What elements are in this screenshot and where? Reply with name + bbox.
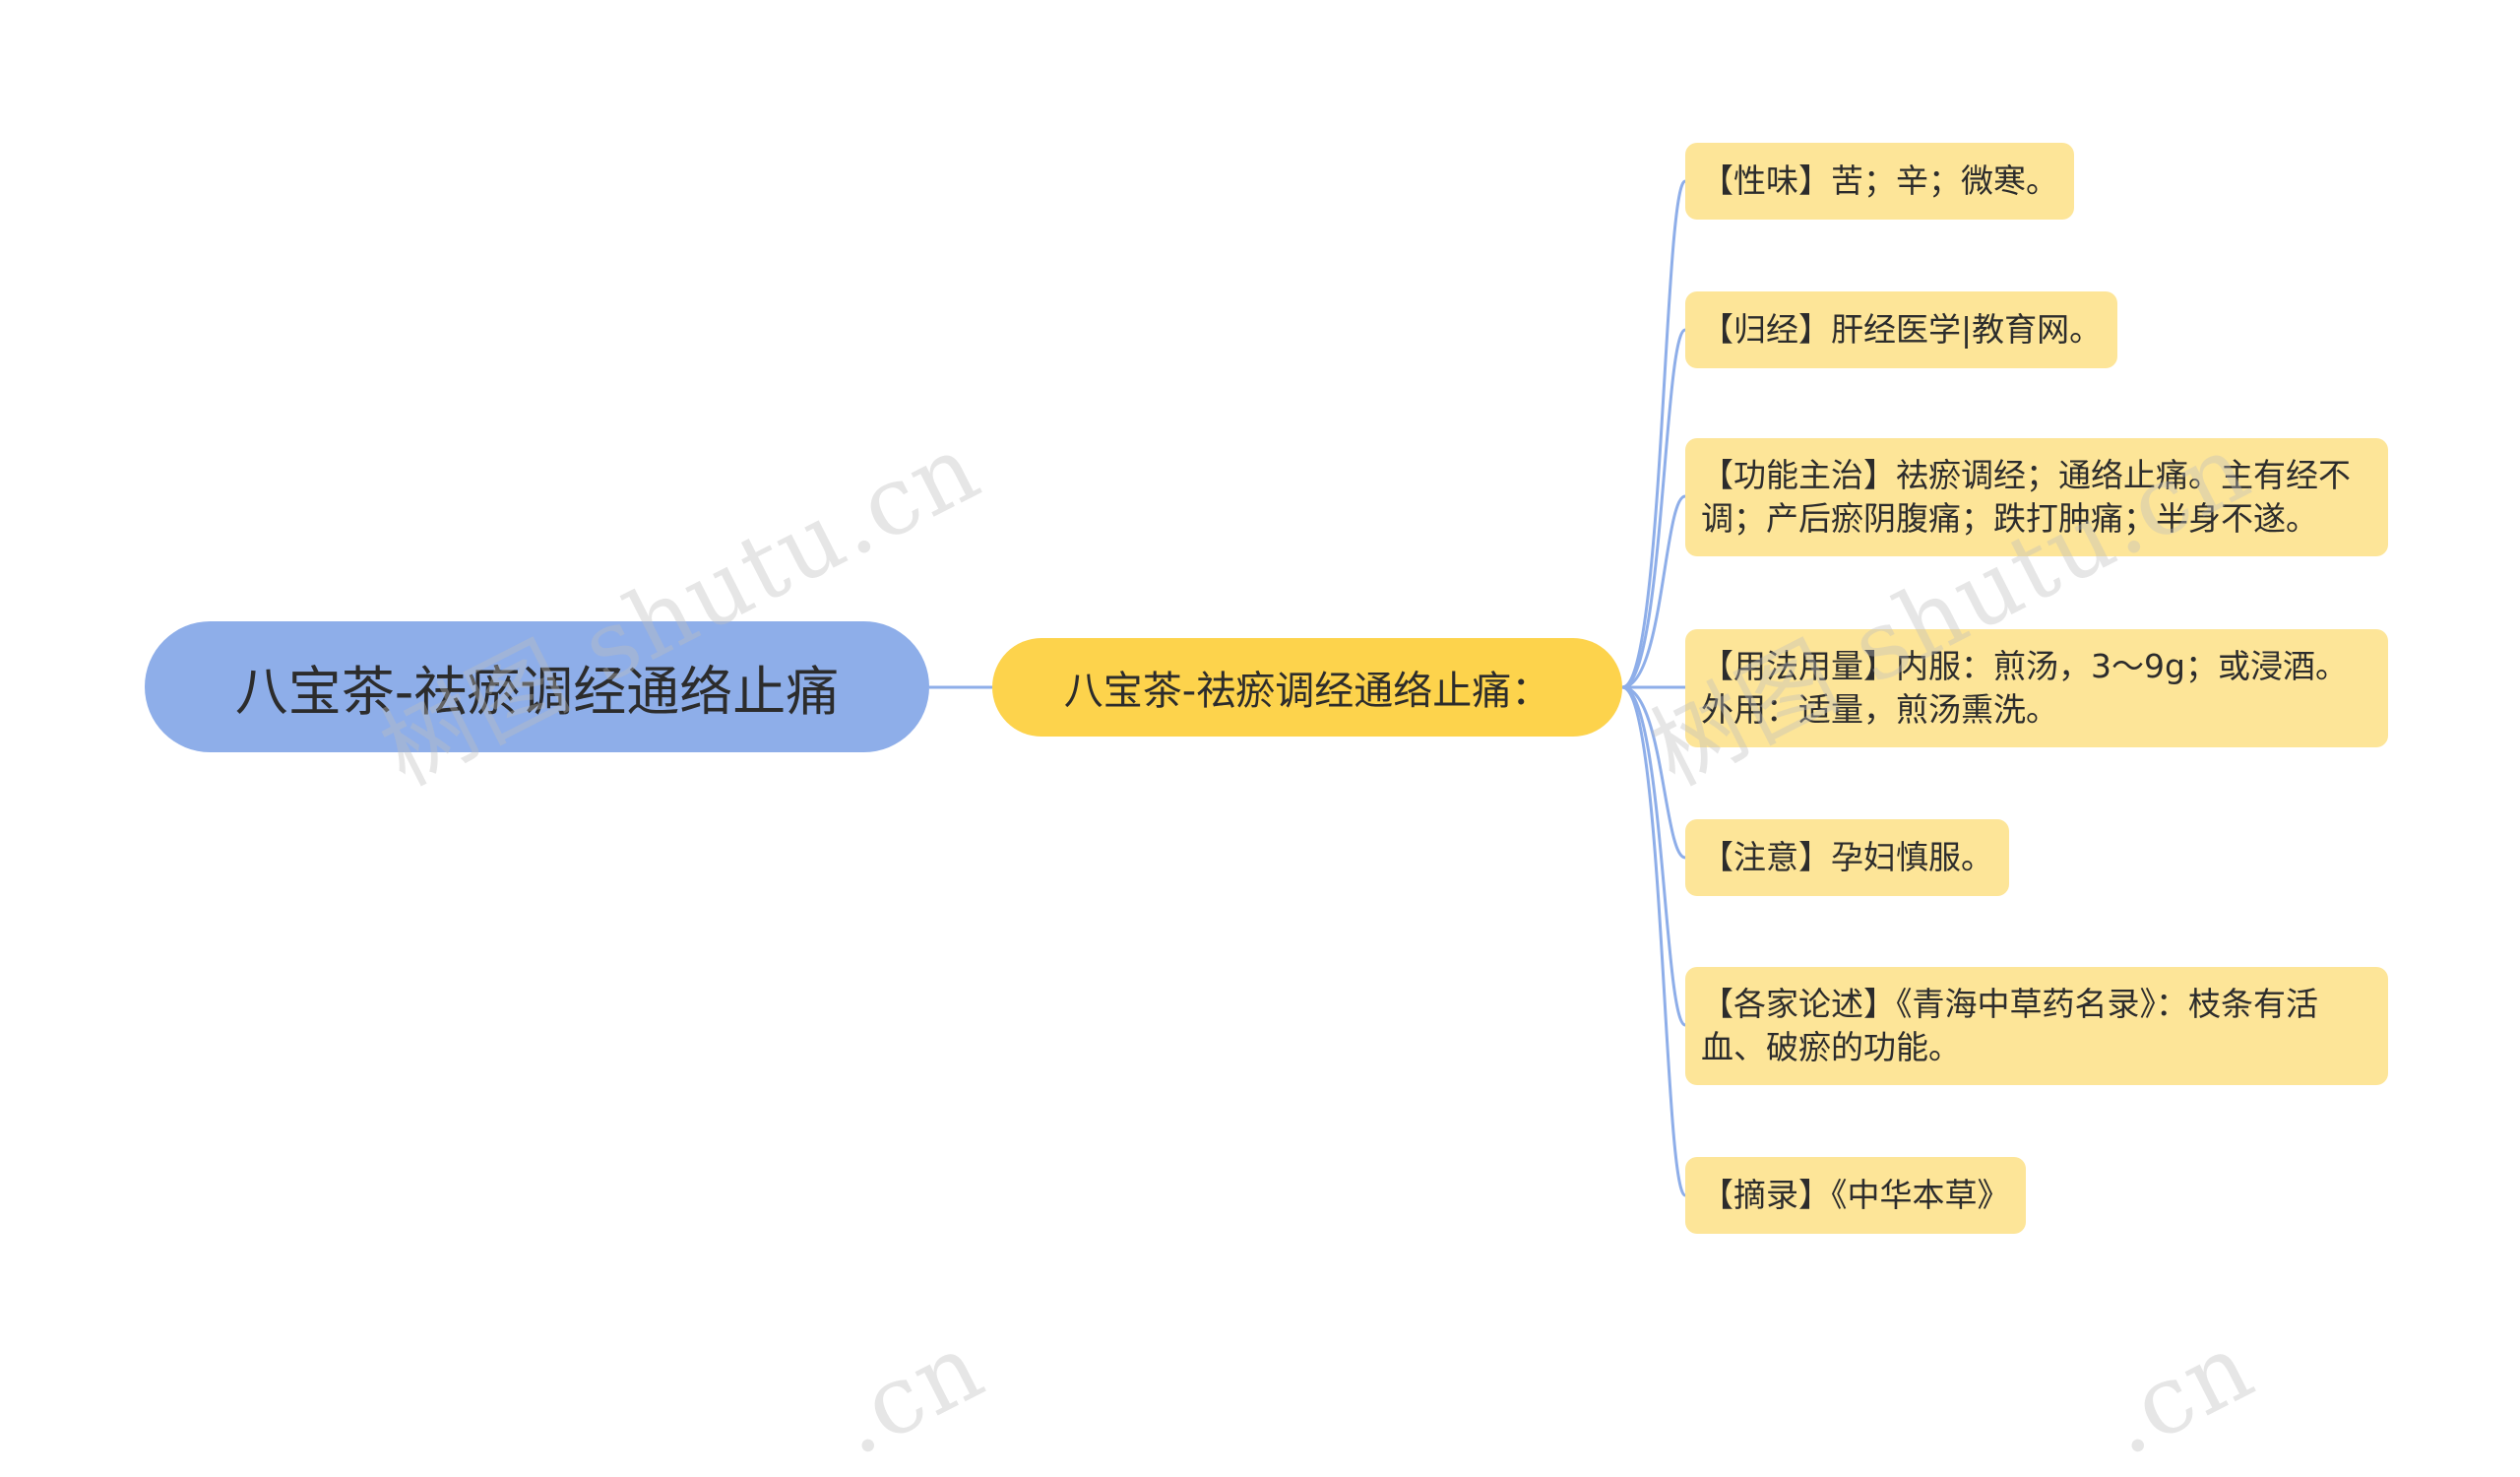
- leaf-topic-meridian[interactable]: 【归经】肝经医学|教育网。: [1685, 291, 2118, 368]
- main-branch-topic[interactable]: 八宝茶-祛瘀调经通络止痛：: [992, 638, 1622, 737]
- leaf-topic-text: 【性味】苦；辛；微寒。: [1701, 161, 2058, 200]
- hub-to-leaf-connector: [1621, 328, 1687, 689]
- leaf-topic-text: 【各家论述】《青海中草药名录》：枝条有活 血、破瘀的功能。: [1701, 985, 2318, 1066]
- leaf-topic-property-taste[interactable]: 【性味】苦；辛；微寒。: [1685, 143, 2074, 220]
- hub-to-leaf-connector: [1621, 685, 1687, 1197]
- root-topic-label: 八宝茶-祛瘀调经通络止痛: [234, 661, 840, 723]
- hub-to-leaf-connector: [1621, 685, 1686, 1027]
- leaf-topic-functions[interactable]: 【功能主治】祛瘀调经；通络止痛。主有经不 调；产后瘀阴腹痛；跌打肿痛；半身不遂。: [1685, 438, 2388, 556]
- hub-to-leaf-connector: [1621, 494, 1686, 689]
- leaf-topic-source[interactable]: 【摘录】《中华本草》: [1685, 1157, 2026, 1234]
- leaf-topic-commentary[interactable]: 【各家论述】《青海中草药名录》：枝条有活 血、破瘀的功能。: [1685, 967, 2388, 1085]
- hub-to-leaf-connector: [1621, 685, 1686, 860]
- leaf-topic-dosage[interactable]: 【用法用量】内服：煎汤，3～9g；或浸酒。 外用：适量，煎汤熏洗。: [1685, 629, 2388, 747]
- main-branch-label: 八宝茶-祛瘀调经通络止痛：: [1063, 669, 1551, 714]
- leaf-topic-caution[interactable]: 【注意】孕妇慎服。: [1685, 819, 2009, 896]
- leaf-topic-text: 【用法用量】内服：煎汤，3～9g；或浸酒。 外用：适量，煎汤熏洗。: [1701, 647, 2348, 729]
- leaf-topic-text: 【注意】孕妇慎服。: [1701, 838, 1993, 876]
- root-topic[interactable]: 八宝茶-祛瘀调经通络止痛: [145, 621, 929, 752]
- hub-to-leaf-connector: [1621, 179, 1687, 689]
- leaf-topic-text: 【归经】肝经医学|教育网。: [1701, 310, 2103, 349]
- mindmap-connectors: [929, 179, 1687, 1197]
- leaf-topic-text: 【功能主治】祛瘀调经；通络止痛。主有经不 调；产后瘀阴腹痛；跌打肿痛；半身不遂。: [1701, 456, 2351, 538]
- leaf-topic-text: 【摘录】《中华本草》: [1701, 1176, 2010, 1214]
